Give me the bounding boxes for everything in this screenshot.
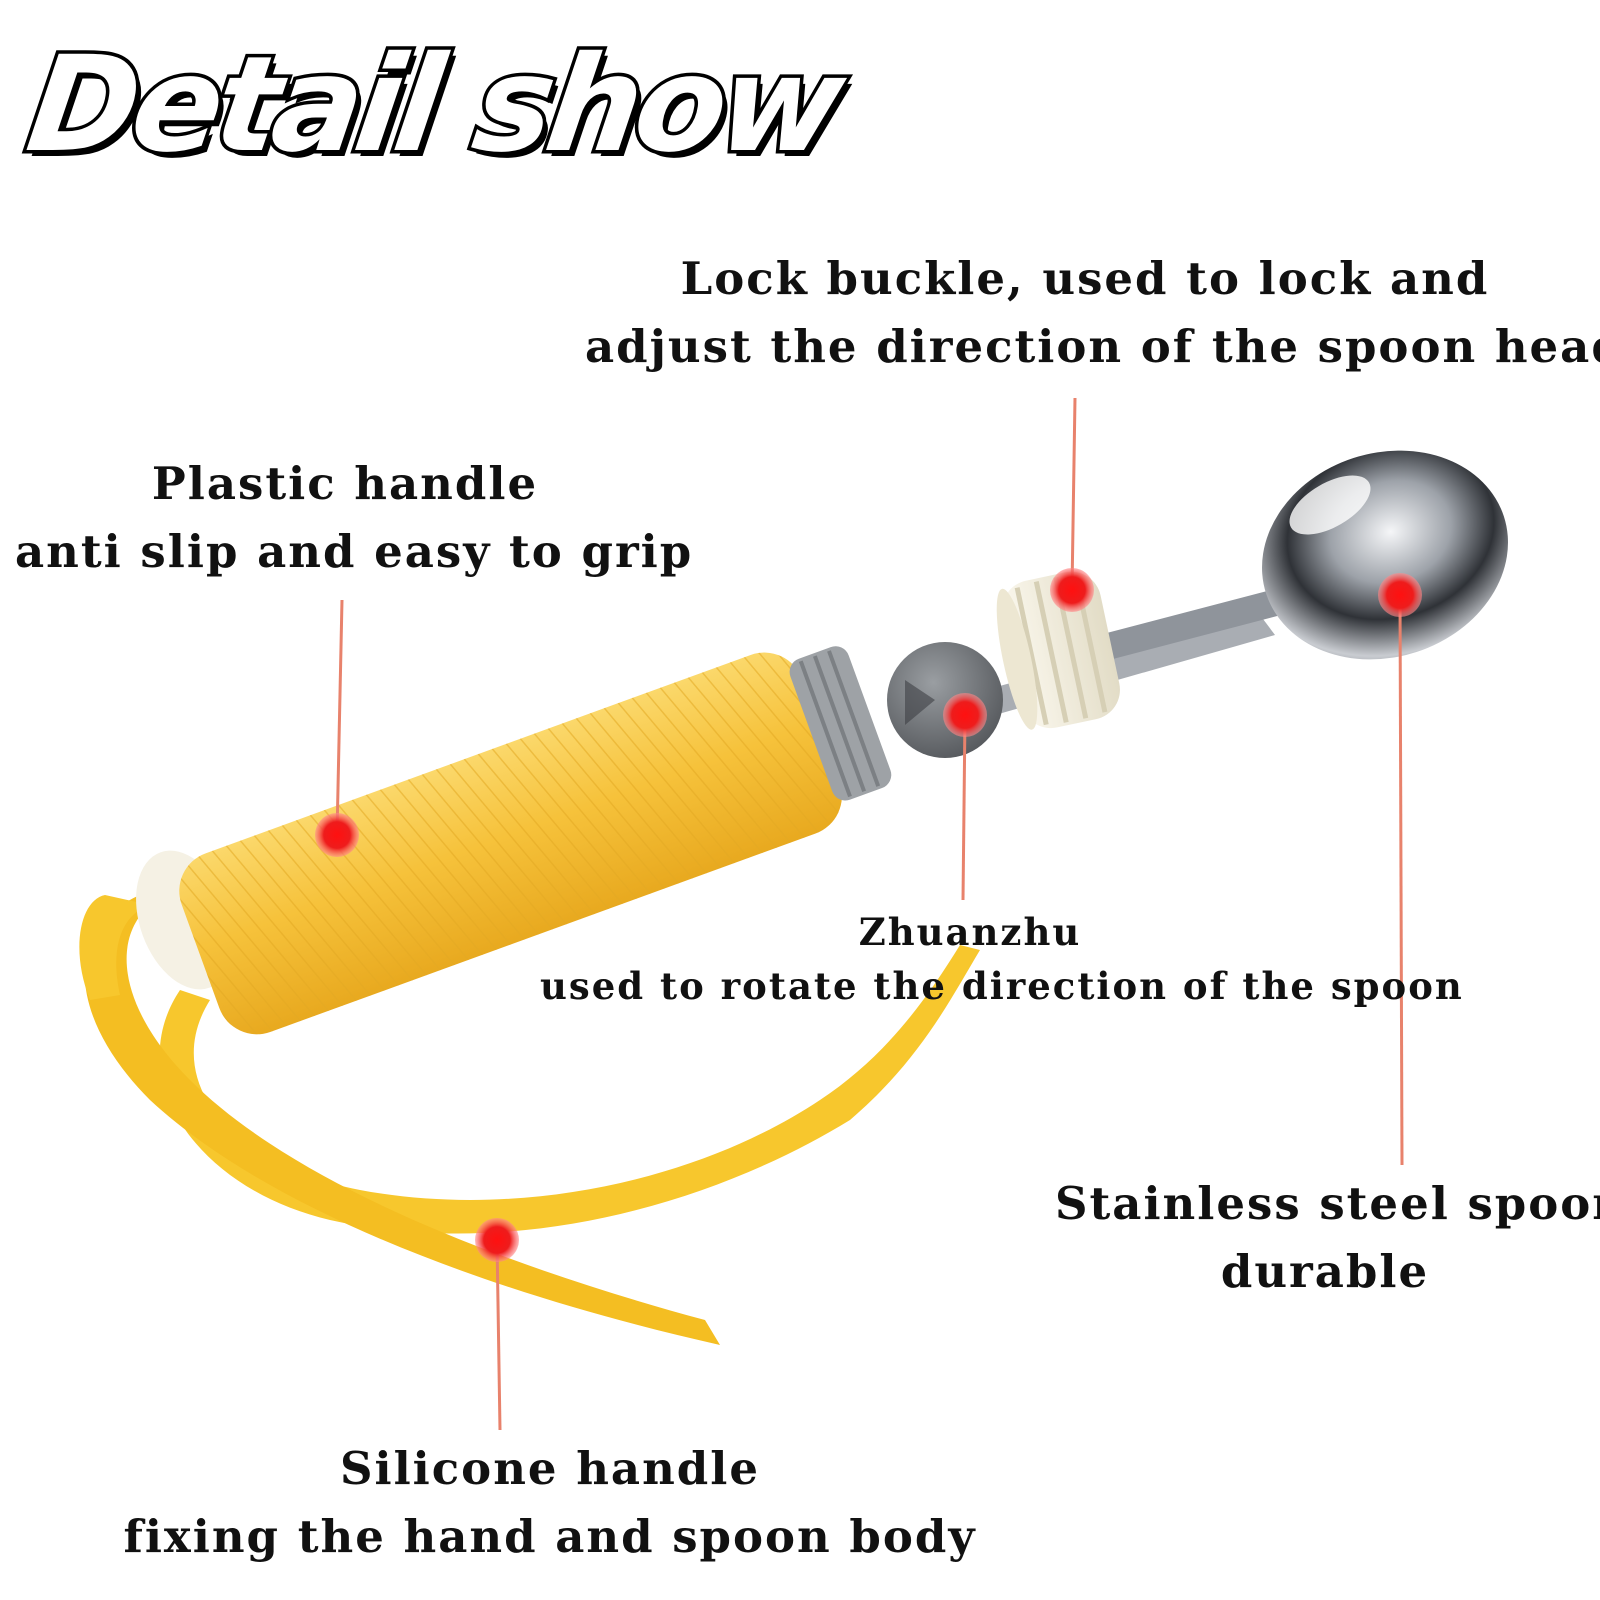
marker-zhuanzhu	[943, 693, 987, 737]
page-title: Detail show	[16, 25, 852, 186]
callout-plastic-handle: Plastic handle anti slip and easy to gri…	[15, 450, 694, 586]
marker-stainless-spoon	[1378, 573, 1422, 617]
plastic-handle-body	[179, 646, 892, 1035]
zhuanzhu-ball	[887, 642, 1003, 758]
callout-plastic-handle-line2: anti slip and easy to grip	[15, 525, 694, 578]
callout-stainless-spoon-line1: Stainless steel spoon	[1055, 1177, 1600, 1230]
callout-lock-buckle-line2: adjust the direction of the spoon head	[585, 320, 1600, 373]
callout-lock-buckle: Lock buckle, used to lock and adjust the…	[585, 245, 1600, 381]
silicone-strap-front	[84, 895, 720, 1345]
callout-lock-buckle-line1: Lock buckle, used to lock and	[680, 252, 1490, 305]
marker-lock-buckle	[1050, 568, 1094, 612]
leader-lines	[335, 397, 1404, 1431]
callout-silicone-handle: Silicone handle fixing the hand and spoo…	[100, 1435, 1000, 1571]
marker-silicone-handle	[475, 1218, 519, 1262]
callout-zhuanzhu: Zhuanzhu used to rotate the direction of…	[540, 905, 1464, 1013]
callout-zhuanzhu-line2: used to rotate the direction of the spoo…	[540, 964, 1464, 1008]
callout-stainless-spoon-line2: durable	[1220, 1245, 1430, 1298]
callout-zhuanzhu-line1: Zhuanzhu	[858, 910, 1082, 954]
callout-silicone-handle-line1: Silicone handle	[340, 1442, 760, 1495]
spoon-bowl	[1262, 450, 1508, 660]
callout-markers	[315, 568, 1422, 1262]
callout-stainless-spoon: Stainless steel spoon durable	[1055, 1170, 1600, 1306]
callout-silicone-handle-line2: fixing the hand and spoon body	[123, 1510, 977, 1563]
callout-plastic-handle-line1: Plastic handle	[151, 457, 539, 510]
marker-plastic-handle	[315, 813, 359, 857]
